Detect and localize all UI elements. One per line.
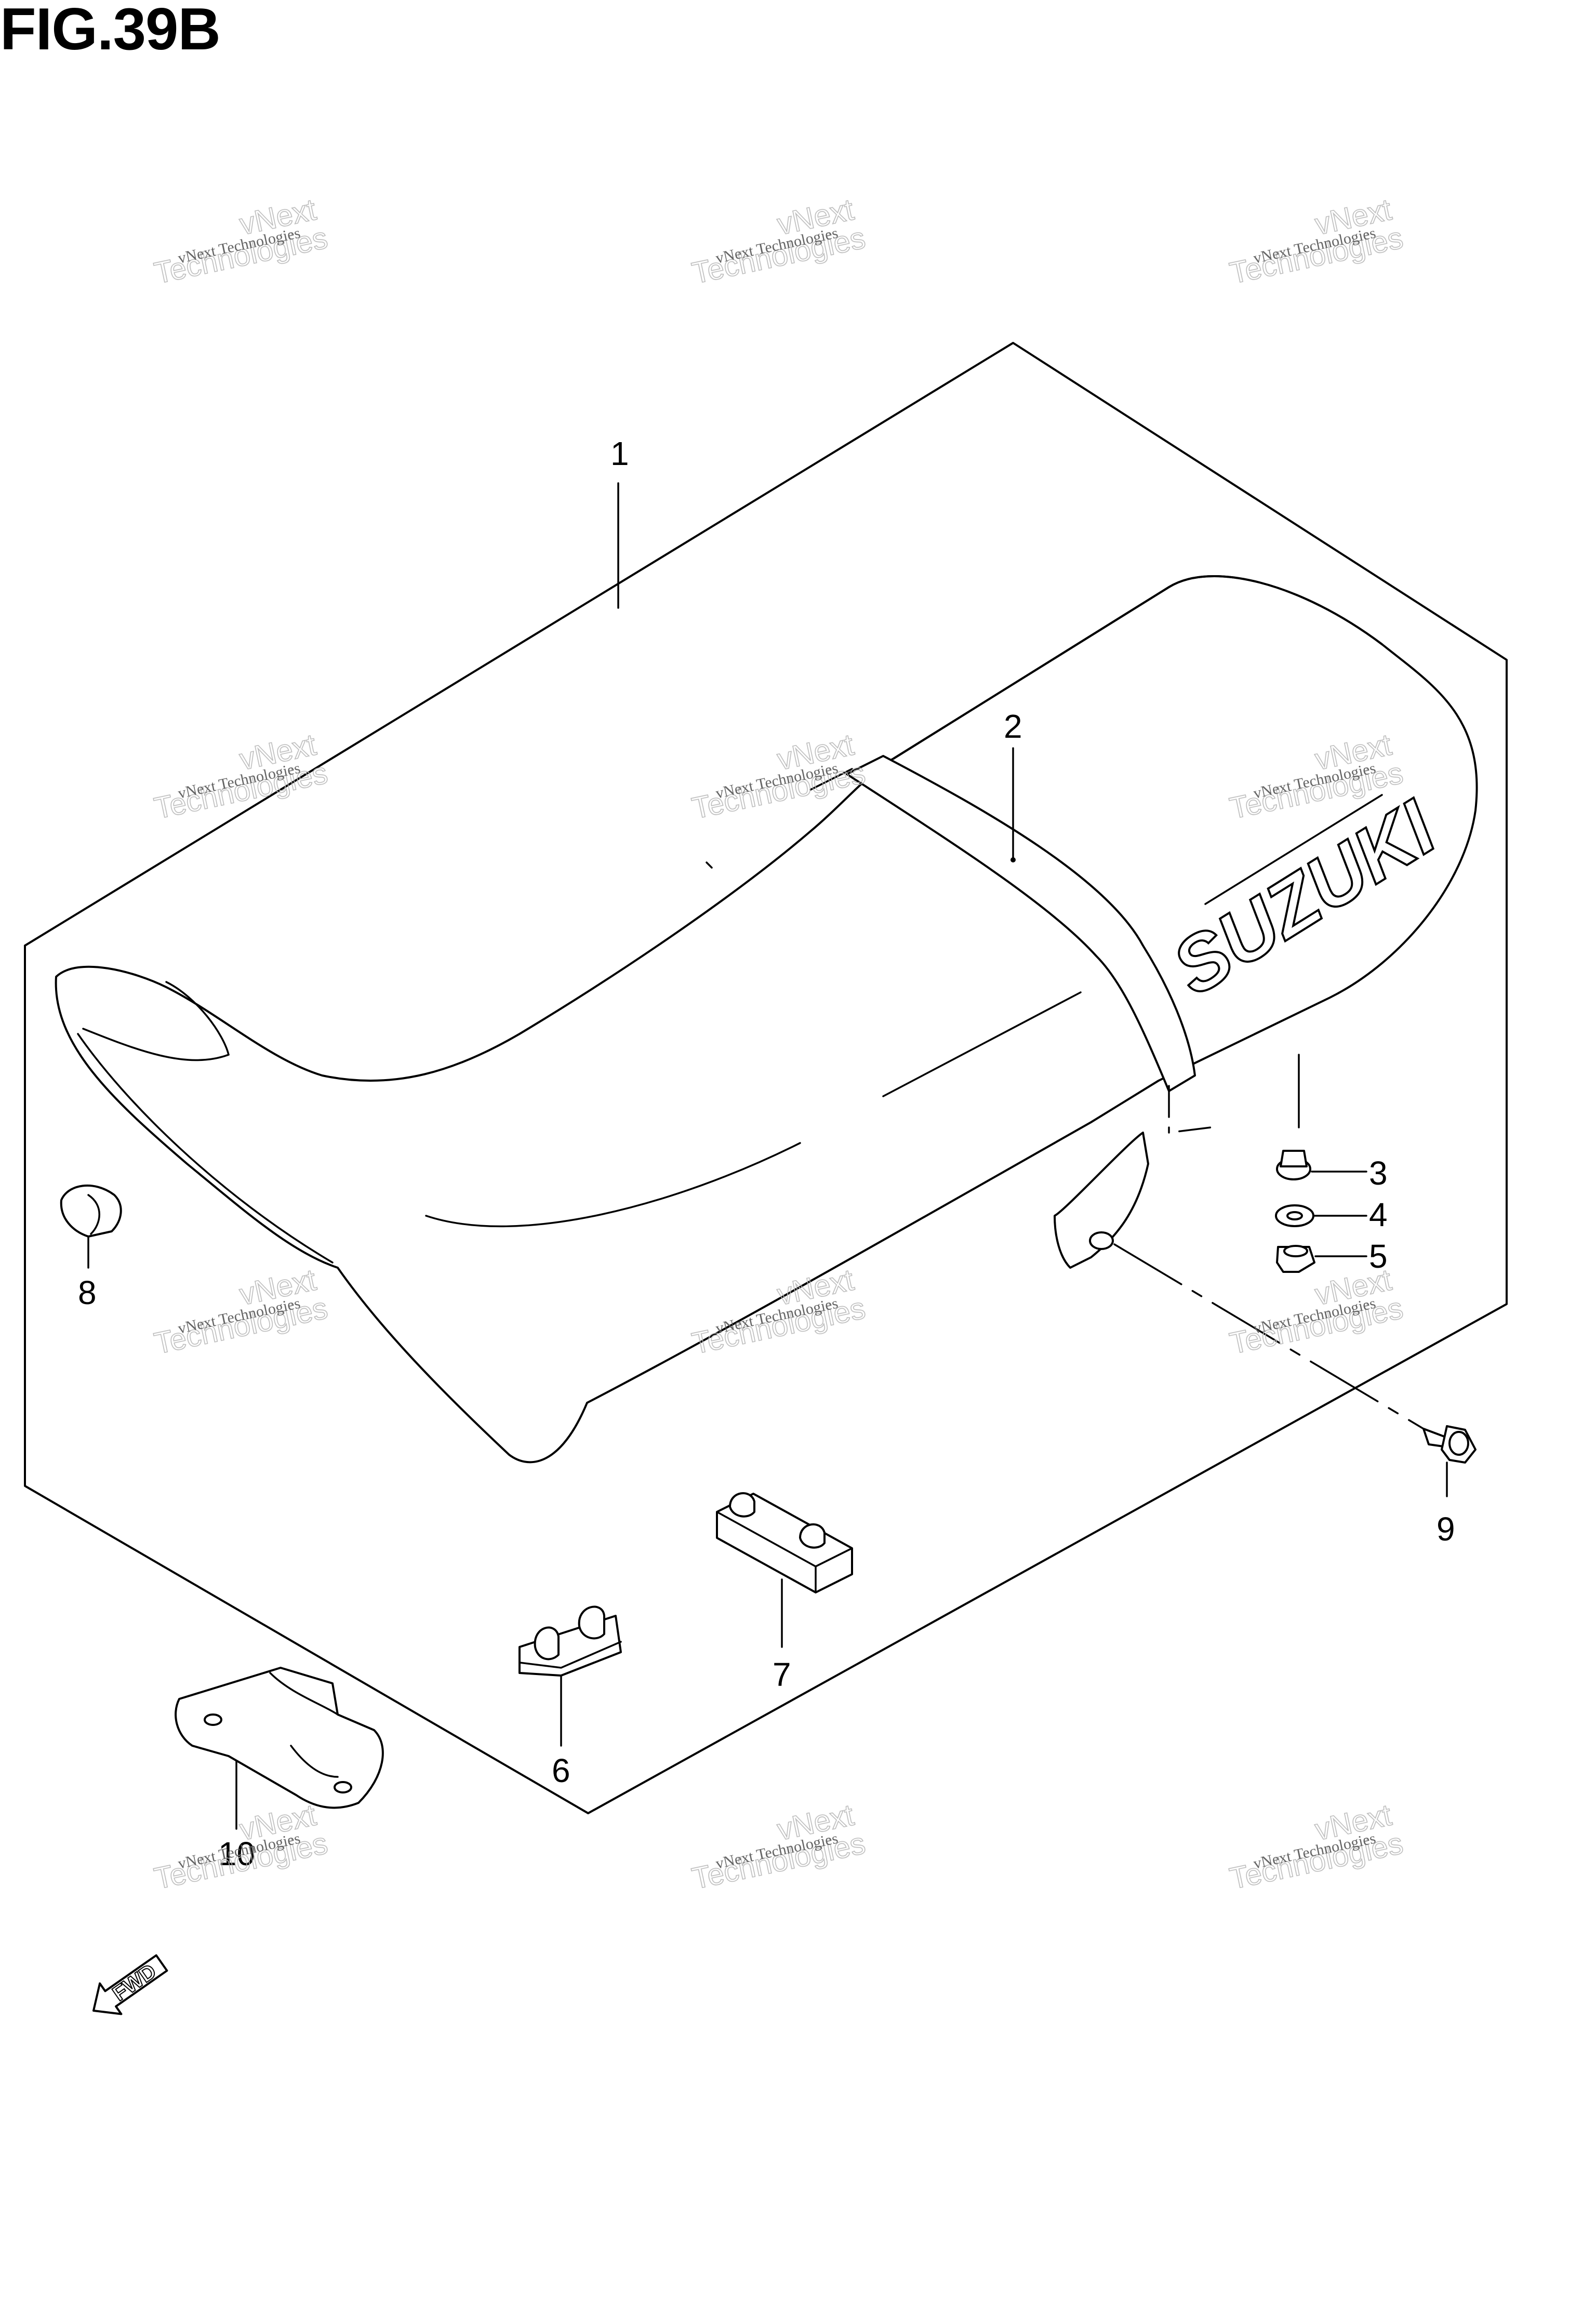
watermark: vNext Technologies vNext Technologies <box>1227 1263 1406 1361</box>
watermark: vNext Technologies vNext Technologies <box>151 727 331 826</box>
callout-9: 9 <box>1437 1510 1455 1548</box>
watermark: vNext Technologies vNext Technologies <box>151 192 331 291</box>
cushion-8 <box>60 1184 122 1269</box>
callout-1: 1 <box>610 435 629 472</box>
callout-6: 6 <box>552 1752 570 1789</box>
watermark: vNext Technologies vNext Technologies <box>151 1798 331 1896</box>
watermark: vNext Technologies vNext Technologies <box>151 1263 331 1361</box>
callout-2: 2 <box>1004 708 1022 745</box>
stopper-6 <box>518 1605 622 1747</box>
bolt-9 <box>1113 1243 1477 1497</box>
watermark: vNext Technologies vNext Technologies <box>1227 1798 1406 1896</box>
watermark: vNext Technologies vNext Technologies <box>1227 192 1406 291</box>
nut-5 <box>1276 1245 1315 1273</box>
callout-8: 8 <box>78 1274 97 1311</box>
leader-2-dot <box>1010 857 1016 862</box>
callout-4: 4 <box>1369 1196 1388 1233</box>
assembly-outline <box>24 342 1508 1814</box>
callout-10: 10 <box>218 1835 255 1872</box>
callout-labels: 1 2 3 4 5 6 7 8 9 10 <box>78 435 1455 1872</box>
callout-5: 5 <box>1369 1238 1388 1275</box>
bracket-plate-10 <box>175 1667 384 1830</box>
watermark: vNext Technologies vNext Technologies <box>689 192 869 291</box>
figure-title: FIG.39B <box>0 0 221 62</box>
hardware-group-3-4-5 <box>1168 1054 1367 1273</box>
bracket-hole <box>1089 1231 1114 1250</box>
seat-assembly: SUZUKI <box>55 575 1478 1464</box>
cap-nut-3 <box>1276 1150 1311 1180</box>
watermark: vNext Technologies vNext Technologies <box>689 1798 869 1896</box>
washer-4 <box>1275 1204 1314 1227</box>
callout-7: 7 <box>773 1656 791 1693</box>
forward-arrow-icon: FWD <box>92 1954 168 2015</box>
callout-3: 3 <box>1369 1154 1388 1192</box>
cushion-block-7 <box>716 1492 853 1648</box>
